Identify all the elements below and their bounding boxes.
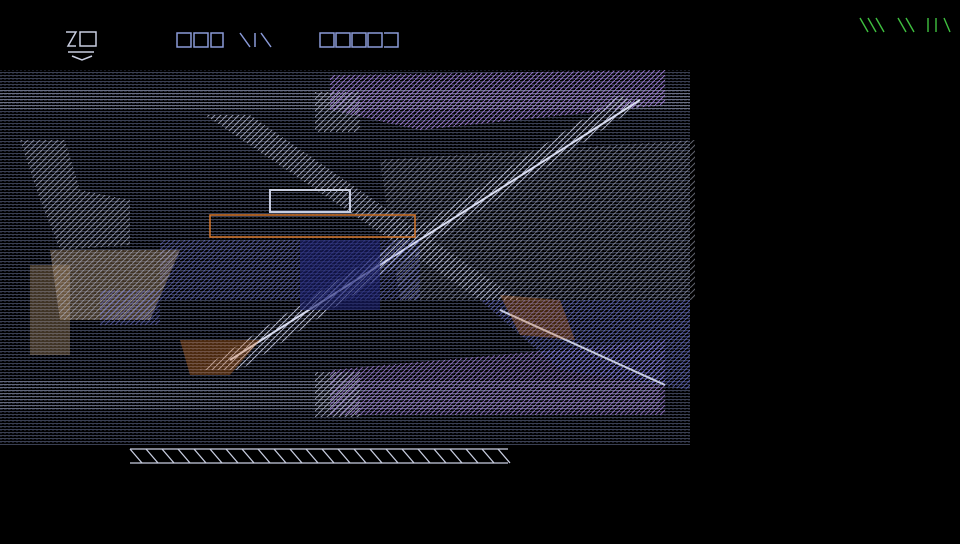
center-frame	[269, 189, 351, 213]
floor-accent-orange	[180, 340, 260, 375]
beam-highlight	[229, 99, 641, 361]
corridor-strip-bottom	[315, 372, 360, 417]
stair-structure-upper	[20, 140, 130, 250]
garbled-glyph-icon	[129, 448, 511, 464]
hud-top-right-score	[319, 32, 399, 48]
hud-status-bar	[129, 448, 511, 464]
hud-top-center-readout	[176, 32, 272, 48]
garbled-glyph-icon	[176, 32, 272, 48]
corridor-strip-top	[315, 92, 360, 132]
center-panel	[160, 240, 420, 300]
beam-highlight-2	[499, 309, 666, 386]
floor-accent-orange-2	[500, 295, 575, 340]
garbled-glyph-icon	[66, 31, 97, 61]
garbled-glyph-icon	[319, 32, 399, 48]
beam-diagonal-falling	[205, 115, 520, 300]
center-block	[209, 214, 416, 238]
hud-top-left-counter	[66, 31, 97, 61]
garbled-glyph-icon	[859, 17, 951, 33]
stair-floor	[100, 290, 160, 325]
corridor-floor-right	[480, 300, 690, 390]
corridor-wall-upper-right	[330, 70, 665, 130]
hud-corner-indicator	[859, 17, 951, 33]
center-core	[300, 240, 380, 310]
